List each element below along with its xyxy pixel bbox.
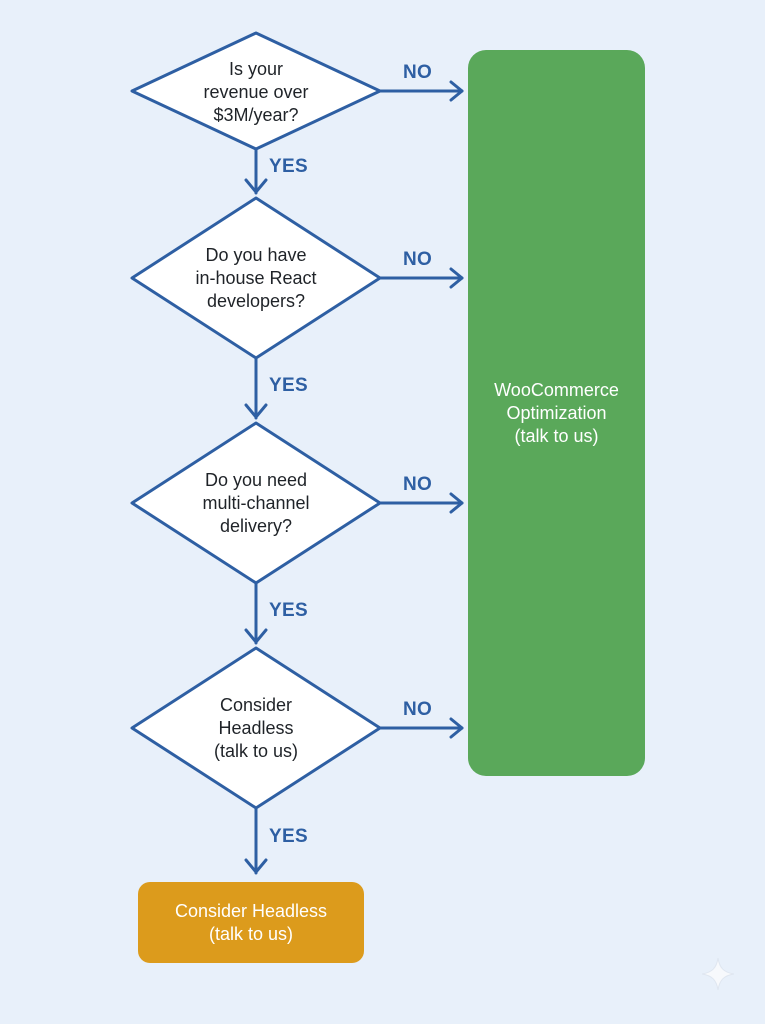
yes-arrow-3 <box>244 581 268 645</box>
yes-arrow-4 <box>244 806 268 875</box>
yes-label-4: YES <box>269 826 308 847</box>
decision-line: Do you have <box>205 245 307 265</box>
no-arrow-2 <box>378 267 464 289</box>
result-line: Optimization <box>506 402 607 423</box>
decision-text-1: Is your revenue over $3M/year? <box>181 58 331 127</box>
decision-text-2: Do you have in-house React developers? <box>181 244 331 313</box>
result-line: (talk to us) <box>208 923 293 944</box>
no-arrow-1 <box>378 80 464 102</box>
decision-line: Do you need <box>204 470 308 490</box>
decision-line: Is your <box>228 59 284 79</box>
decision-line: Headless <box>218 718 294 738</box>
decision-line: Consider <box>219 695 293 715</box>
no-arrow-3 <box>378 492 464 514</box>
result-line: WooCommerce <box>494 379 619 400</box>
no-label-2: NO <box>403 249 433 270</box>
no-label-1: NO <box>403 62 433 83</box>
decision-text-3: Do you need multi-channel delivery? <box>181 469 331 538</box>
decision-line: revenue over <box>203 82 309 102</box>
woocommerce-optimization-box: WooCommerce Optimization (talk to us) <box>468 50 645 776</box>
decision-line: in-house React <box>195 268 317 288</box>
yes-arrow-1 <box>244 147 268 195</box>
yes-label-1: YES <box>269 156 308 177</box>
no-label-4: NO <box>403 699 433 720</box>
no-arrow-4 <box>378 717 464 739</box>
decision-line: (talk to us) <box>213 741 299 761</box>
yes-label-2: YES <box>269 375 308 396</box>
decision-line: developers? <box>206 291 306 311</box>
result-line: Consider Headless <box>174 900 328 921</box>
yes-arrow-2 <box>244 356 268 420</box>
decision-text-4: Consider Headless (talk to us) <box>181 694 331 763</box>
yes-label-3: YES <box>269 600 308 621</box>
no-label-3: NO <box>403 474 433 495</box>
decision-line: delivery? <box>219 516 293 536</box>
result-line: (talk to us) <box>514 425 599 446</box>
consider-headless-box: Consider Headless (talk to us) <box>138 882 364 963</box>
decision-line: multi-channel <box>202 493 310 513</box>
decision-line: $3M/year? <box>213 105 299 125</box>
sparkle-icon <box>701 957 735 991</box>
